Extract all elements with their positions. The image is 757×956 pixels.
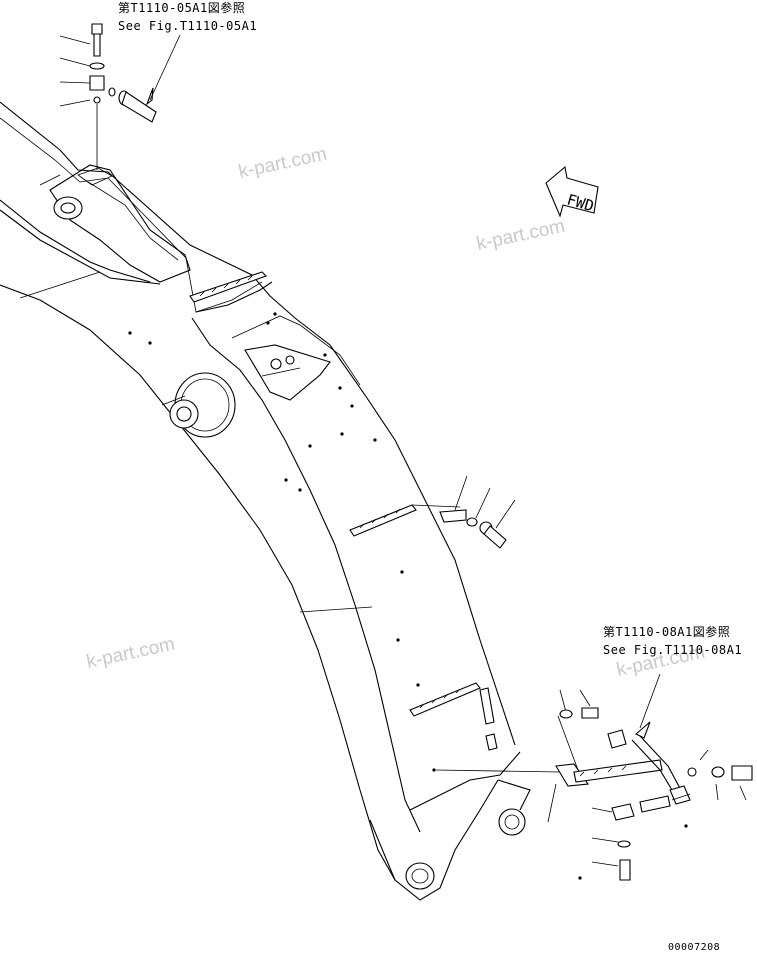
watermark-right: k-part.com (475, 216, 567, 255)
lower-bolt-parts (547, 749, 753, 881)
arm-body (0, 101, 521, 901)
diagram-number: 00007208 (668, 942, 720, 953)
top-leader-lines (59, 35, 91, 107)
pipe-clamp-lower (409, 682, 498, 751)
rivet-holes (128, 312, 688, 880)
upper-plate (244, 344, 331, 401)
pipe-clamp-middle (349, 504, 417, 537)
fwd-label: FWD (565, 191, 596, 216)
top-bolt-stack (89, 23, 105, 170)
reference-bottom-jp: 第T1110-08A1図参照 (603, 624, 730, 639)
reference-bottom-en: See Fig.T1110-08A1 (603, 643, 742, 657)
watermark-left: k-part.com (85, 634, 177, 673)
pipe-clamp-upper (189, 271, 268, 303)
center-boss (169, 372, 236, 438)
reference-top: 第T1110-05A1図参照 See Fig.T1110-05A1 (118, 0, 257, 33)
watermark-top: k-part.com (237, 144, 329, 183)
top-pin (108, 34, 181, 123)
middle-bracket-assembly (411, 475, 516, 549)
reference-top-en: See Fig.T1110-05A1 (118, 19, 257, 33)
lower-bracket-assembly (435, 689, 663, 787)
bottom-pivot-tip (405, 779, 531, 890)
fwd-direction-marker: FWD (545, 165, 599, 218)
top-pivot-assembly (39, 164, 191, 283)
lower-hose (631, 673, 691, 805)
reference-bottom: 第T1110-08A1図参照 See Fig.T1110-08A1 (603, 624, 742, 657)
reference-top-jp: 第T1110-05A1図参照 (118, 0, 245, 15)
